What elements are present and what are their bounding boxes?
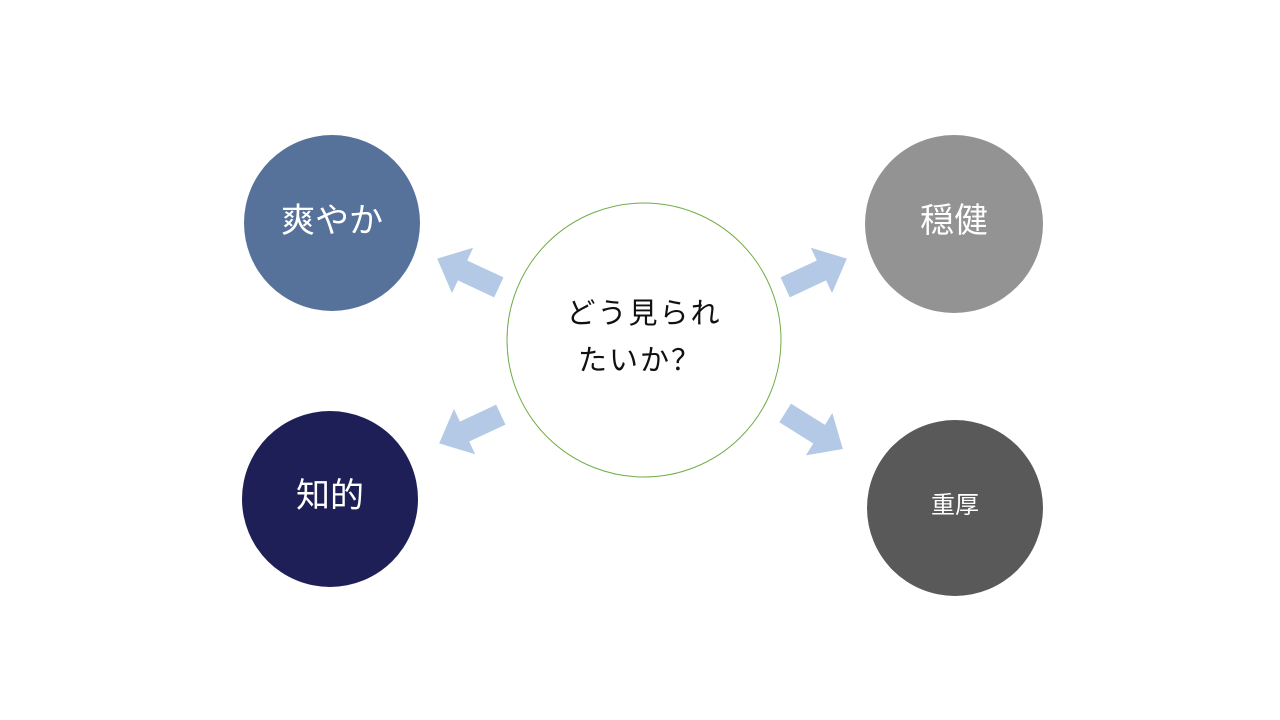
node-label-top-left: 爽やか [281, 201, 383, 241]
node-label-bottom-right: 重厚 [931, 491, 979, 519]
node-label-top-right: 穏健 [920, 201, 988, 241]
node-top-left: 爽やか [244, 135, 420, 311]
node-top-right: 穏健 [865, 135, 1043, 313]
center-node: どう見られ たいか？ [506, 202, 782, 478]
arrow-to-bottom-right [779, 403, 843, 456]
center-question-line1: どう見られ [566, 296, 721, 330]
arrow-to-top-left [437, 247, 504, 298]
node-bottom-left: 知的 [242, 411, 418, 587]
node-label-bottom-left: 知的 [296, 476, 364, 516]
center-question-line2: たいか？ [578, 343, 702, 377]
arrow-to-top-right [780, 247, 847, 298]
arrow-to-bottom-left [439, 404, 506, 455]
node-bottom-right: 重厚 [867, 420, 1043, 596]
